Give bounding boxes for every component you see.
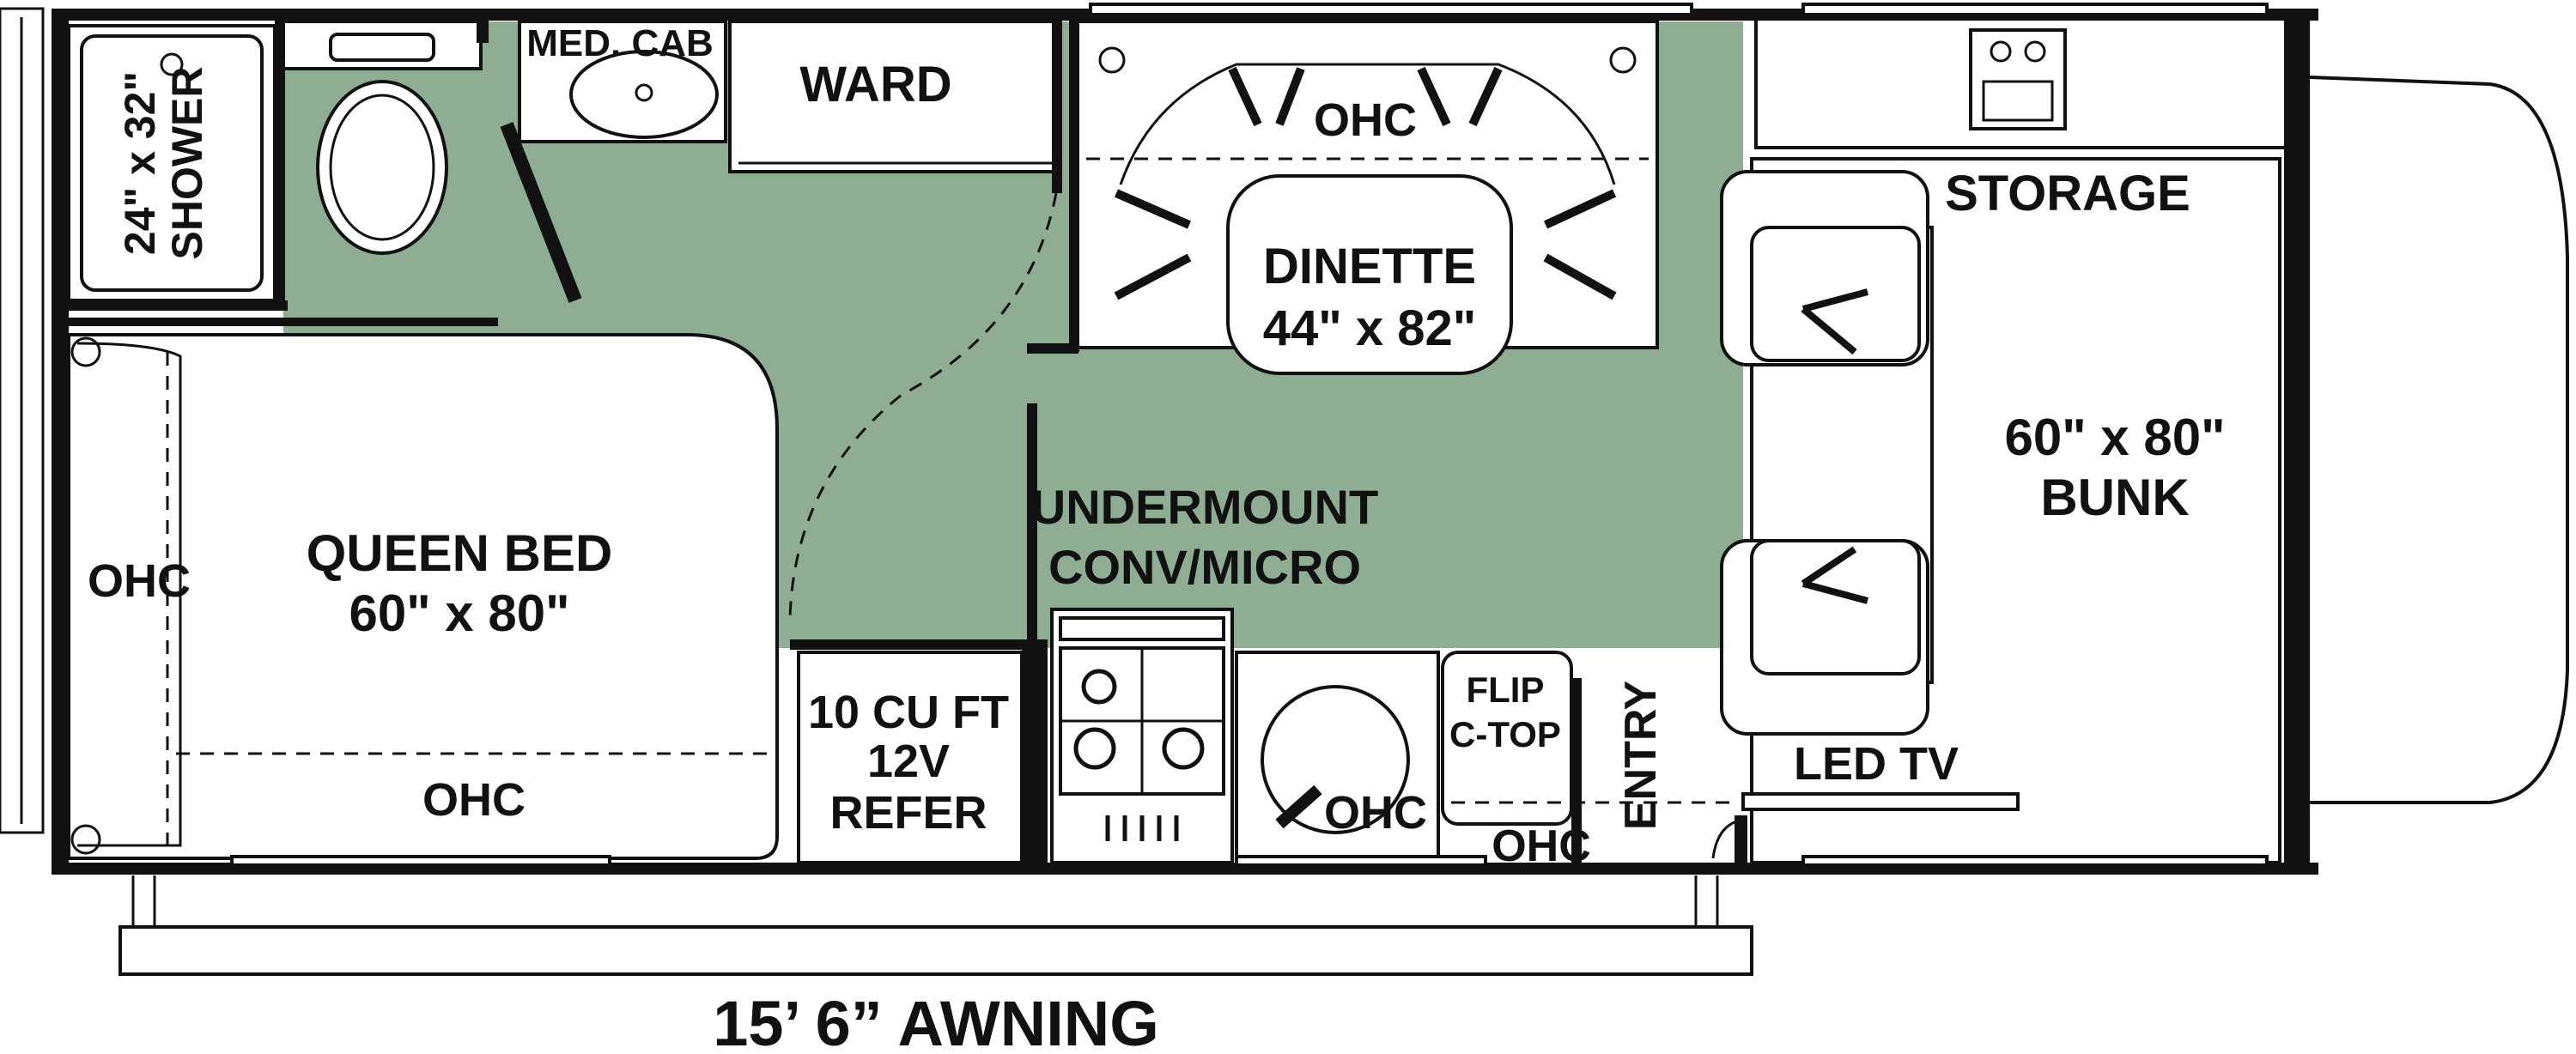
ward-label: WARD [799,57,951,112]
refer-label-2: 12V [867,736,950,787]
micro-label-1: UNDERMOUNT [1031,480,1378,534]
queen-bed [67,333,779,860]
shower-label-2: SHOWER [163,67,211,260]
dinette-ohc-label: OHC [1314,94,1417,146]
bed-label-2: 60" x 80" [349,585,569,642]
bunk-label-1: 60" x 80" [2004,409,2225,466]
shower-label-1: 24" x 32" [116,71,164,255]
awning-label: 15’ 6” AWNING [713,988,1159,1054]
refrigerator [797,651,1024,864]
bed-ohc-bottom-label: OHC [422,774,526,826]
refer-label-3: REFER [829,787,987,839]
windows [0,3,2269,867]
dinette-label-1: DINETTE [1263,239,1476,294]
shower [67,24,276,302]
bunk-area [1720,157,2281,864]
med-cab-label: MED. CAB [526,22,714,64]
dinette [1076,20,1659,375]
refer-label-1: 10 CU FT [808,687,1009,738]
led-tv-label: LED TV [1794,738,1959,790]
toilet [282,20,483,255]
flip-ohc-label: OHC [1492,821,1591,871]
front-counter [1754,17,2290,149]
dinette-label-2: 44" x 82" [1263,300,1477,356]
tv-mount [1741,792,2020,811]
micro-label-2: CONV/MICRO [1048,540,1361,594]
bed-label-1: QUEEN BED [307,524,613,582]
awning [118,875,1753,976]
bedroom-door-swing [788,192,1058,619]
flip-label-2: C-TOP [1449,714,1561,754]
flip-label-1: FLIP [1467,669,1545,710]
bath-door [500,122,582,303]
bunk-label-2: BUNK [2040,469,2189,526]
bed-ohc-left-label: OHC [88,555,191,607]
stove [1050,608,1234,864]
cab-nose [2309,76,2569,804]
entry-label: ENTRY [1616,681,1666,830]
kitchen-sink [1235,651,1440,864]
storage-label: STORAGE [1945,166,2190,221]
med-cab-sink [518,20,727,143]
sink-ohc-label: OHC [1324,787,1427,839]
wardrobe [728,20,1062,173]
